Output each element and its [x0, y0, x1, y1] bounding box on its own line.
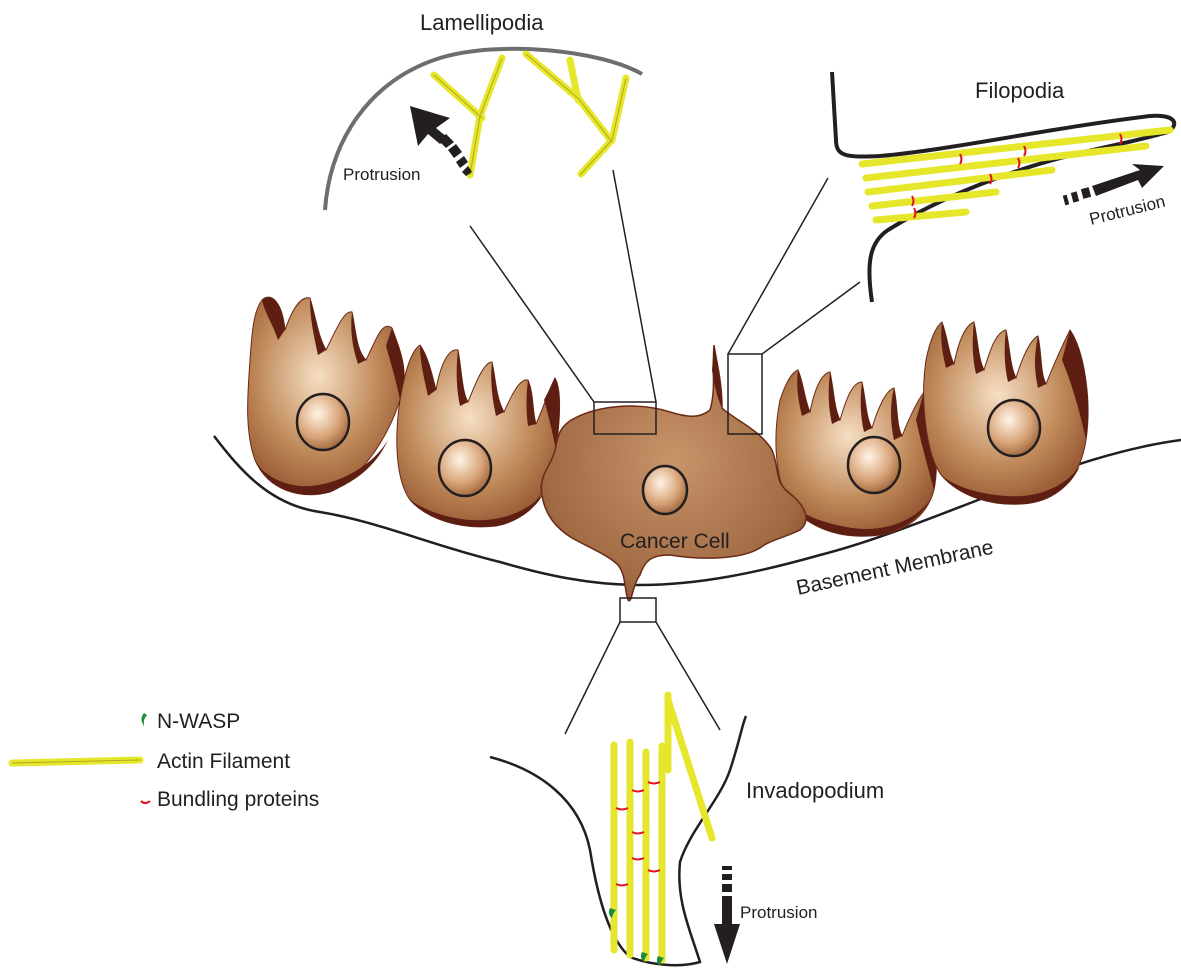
invadopodium-protrusion-label: Protrusion [740, 903, 817, 922]
lamellipodia-actin-edges [434, 54, 626, 175]
filopodia-label: Filopodia [975, 78, 1065, 103]
cancer-cell-label: Cancer Cell [620, 530, 730, 553]
invadopodium-label: Invadopodium [746, 778, 884, 803]
basement-membrane-label: Basement Membrane [794, 536, 995, 600]
invadopodium-membrane [490, 716, 746, 965]
invadopodium-protrusion-arrow [714, 866, 740, 964]
epithelial-cell-2 [397, 345, 560, 527]
invadopodium-zoom-box [620, 598, 656, 622]
epithelial-cell-4 [924, 322, 1088, 504]
legend: N-WASP Actin Filament Bundling proteins [12, 710, 319, 811]
legend-label-bundling-proteins: Bundling proteins [157, 788, 319, 811]
invadopodium-bundling-proteins [616, 782, 660, 886]
lamellipodia-membrane [325, 49, 642, 210]
legend-label-actin-filament: Actin Filament [157, 750, 290, 773]
n-wasp-icon [142, 713, 148, 726]
legend-label-n-wasp: N-WASP [157, 710, 240, 733]
filopodia-protrusion-label: Protrusion [1087, 192, 1167, 229]
actin-filament-icon [12, 760, 140, 763]
lamellipodia-inset [325, 49, 642, 210]
invadopodium-inset [490, 695, 746, 966]
epithelial-cell-1 [248, 297, 405, 495]
lamellipodia-label: Lamellipodia [420, 10, 544, 35]
bundling-protein-icon [141, 801, 150, 803]
filopodia-inset [832, 72, 1174, 302]
lamellipodia-protrusion-label: Protrusion [343, 165, 420, 184]
